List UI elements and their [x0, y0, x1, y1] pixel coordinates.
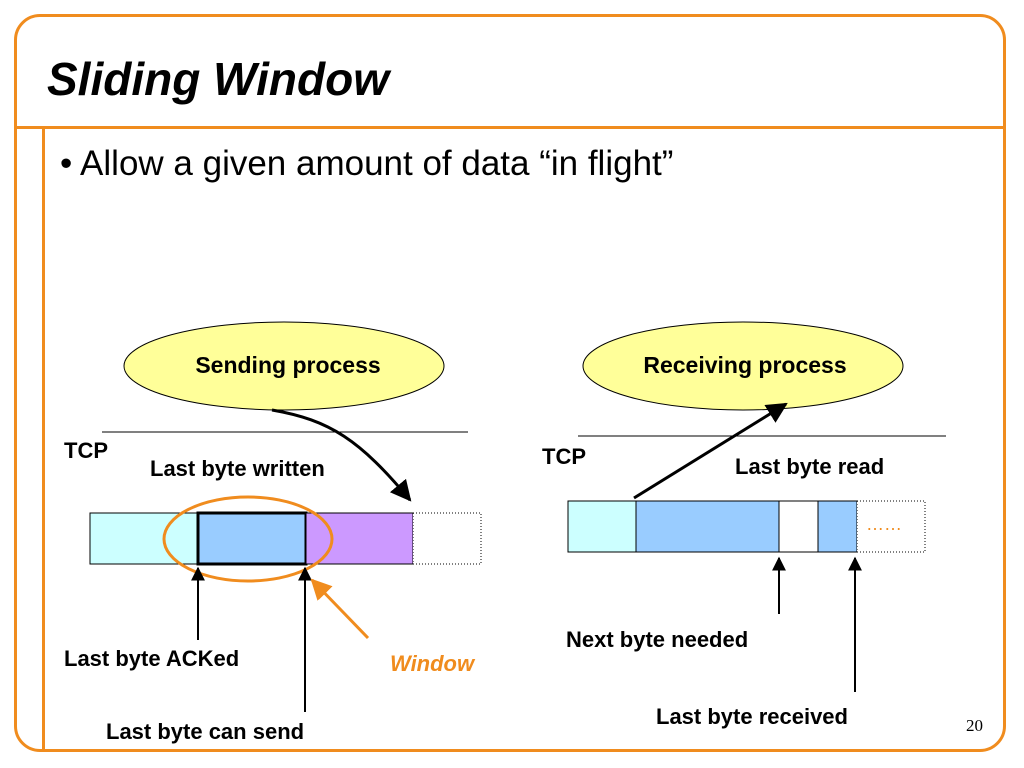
last-byte-written-label: Last byte written	[150, 456, 325, 481]
sending-process-ellipse	[123, 321, 445, 411]
last-byte-received-label: Last byte received	[656, 704, 848, 729]
receiver-ellipsis: ……	[866, 514, 902, 534]
last-byte-read-label: Last byte read	[735, 454, 884, 479]
left-divider	[42, 126, 45, 752]
window-ellipse	[162, 495, 334, 583]
receiving-process-label: Receiving process	[643, 352, 846, 378]
window-label: Window	[390, 651, 476, 676]
slide-frame	[14, 14, 1006, 752]
sender-window-segment	[196, 511, 308, 566]
slide-title: Sliding Window	[47, 53, 389, 105]
sender-tcp-label: TCP	[64, 438, 108, 463]
receiver-received-segment	[635, 500, 780, 553]
receiver-empty-segment	[856, 500, 926, 553]
title-divider	[17, 126, 1006, 129]
write-arrow	[271, 408, 412, 502]
window-arrow	[310, 578, 370, 640]
sender-empty-segment	[412, 512, 482, 565]
last-byte-acked-label: Last byte ACKed	[64, 646, 239, 671]
slide-number: 20	[966, 716, 983, 735]
receiver-read-segment	[567, 500, 637, 553]
last-byte-can-send-label: Last byte can send	[106, 719, 304, 744]
next-byte-needed-label: Next byte needed	[566, 627, 748, 652]
sending-process-label: Sending process	[195, 352, 380, 378]
receiver-tcp-label: TCP	[542, 444, 586, 469]
receiver-gap-segment	[778, 500, 819, 553]
receiving-process-ellipse	[582, 321, 904, 411]
receiver-out-of-order-segment	[817, 500, 858, 553]
bullet-point: • Allow a given amount of data “in fligh…	[60, 144, 674, 183]
read-arrow	[633, 402, 788, 500]
sender-acked-segment	[89, 512, 199, 565]
